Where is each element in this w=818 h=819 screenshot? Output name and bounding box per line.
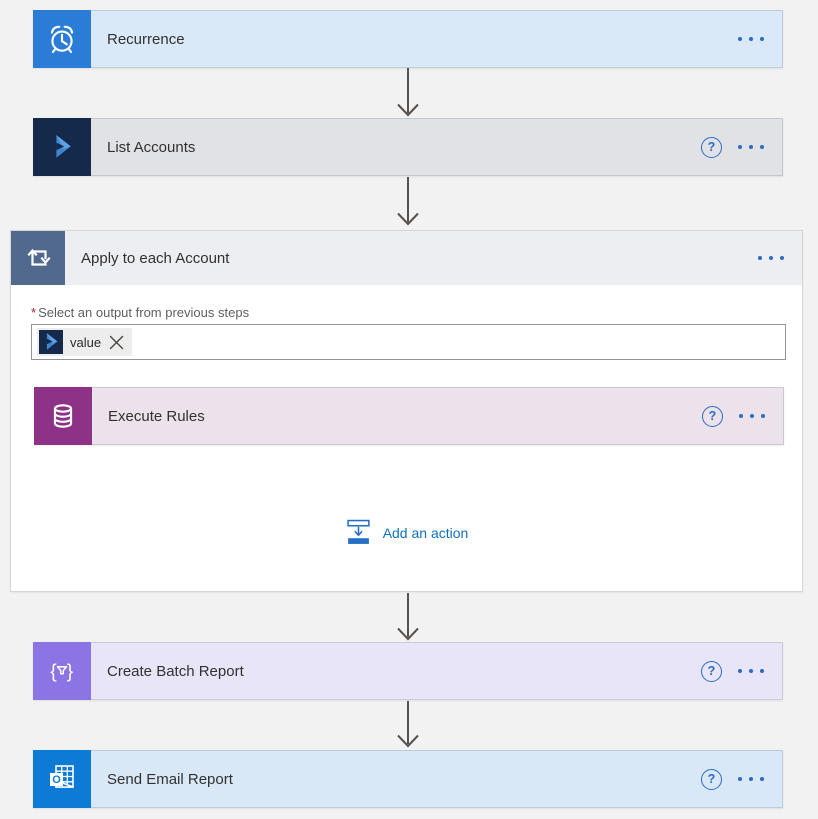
- help-icon[interactable]: ?: [701, 660, 722, 682]
- token-label: value: [70, 334, 102, 350]
- step-card-create-batch-report[interactable]: { } Create Batch Report ?: [33, 642, 783, 700]
- ellipsis-menu-icon[interactable]: [738, 773, 764, 785]
- step-title: Recurrence: [107, 30, 185, 48]
- ellipsis-menu-icon[interactable]: [758, 252, 784, 264]
- step-title: Create Batch Report: [107, 662, 244, 680]
- remove-token-icon[interactable]: [108, 334, 125, 351]
- required-marker: *: [31, 305, 37, 320]
- connector-arrow-icon: [397, 593, 419, 641]
- step-title: List Accounts: [107, 138, 196, 156]
- svg-text:{: {: [50, 661, 57, 682]
- database-icon: [34, 387, 92, 445]
- step-card-send-email-report[interactable]: O Send Email Report ?: [33, 750, 783, 808]
- connector-arrow-icon: [397, 68, 419, 117]
- foreach-loop-icon: [11, 231, 65, 285]
- step-card-list-accounts[interactable]: List Accounts ?: [33, 118, 783, 176]
- ellipsis-menu-icon[interactable]: [738, 665, 764, 677]
- ellipsis-menu-icon[interactable]: [738, 33, 764, 45]
- connector-arrow-icon: [397, 177, 419, 226]
- output-field-label: *Select an output from previous steps: [31, 305, 250, 320]
- braces-filter-icon: { }: [33, 642, 91, 700]
- svg-text:}: }: [67, 661, 74, 682]
- add-action-button[interactable]: Add an action: [345, 519, 469, 546]
- dynamics-365-icon: [39, 330, 63, 354]
- scope-apply-to-each: Apply to each Account *Select an output …: [10, 230, 803, 592]
- connector-arrow-icon: [397, 701, 419, 748]
- svg-text:O: O: [52, 774, 61, 786]
- help-icon[interactable]: ?: [701, 136, 722, 158]
- output-token-input[interactable]: value: [31, 324, 786, 360]
- alarm-clock-icon: [33, 10, 91, 68]
- step-card-execute-rules[interactable]: Execute Rules ?: [34, 387, 784, 445]
- step-card-recurrence[interactable]: Recurrence: [33, 10, 783, 68]
- ellipsis-menu-icon[interactable]: [739, 410, 765, 422]
- ellipsis-menu-icon[interactable]: [738, 141, 764, 153]
- step-title: Execute Rules: [108, 407, 205, 425]
- add-action-row: Add an action: [11, 519, 802, 546]
- add-action-icon: [347, 519, 370, 544]
- add-action-label: Add an action: [382, 524, 469, 541]
- help-icon[interactable]: ?: [702, 405, 723, 427]
- scope-title: Apply to each Account: [81, 249, 230, 267]
- help-icon[interactable]: ?: [701, 768, 722, 790]
- outlook-icon: O: [33, 750, 91, 808]
- step-title: Send Email Report: [107, 770, 233, 788]
- dynamic-content-token[interactable]: value: [37, 328, 133, 356]
- scope-header-apply-to-each[interactable]: Apply to each Account: [11, 231, 802, 285]
- dynamics-365-icon: [33, 118, 91, 176]
